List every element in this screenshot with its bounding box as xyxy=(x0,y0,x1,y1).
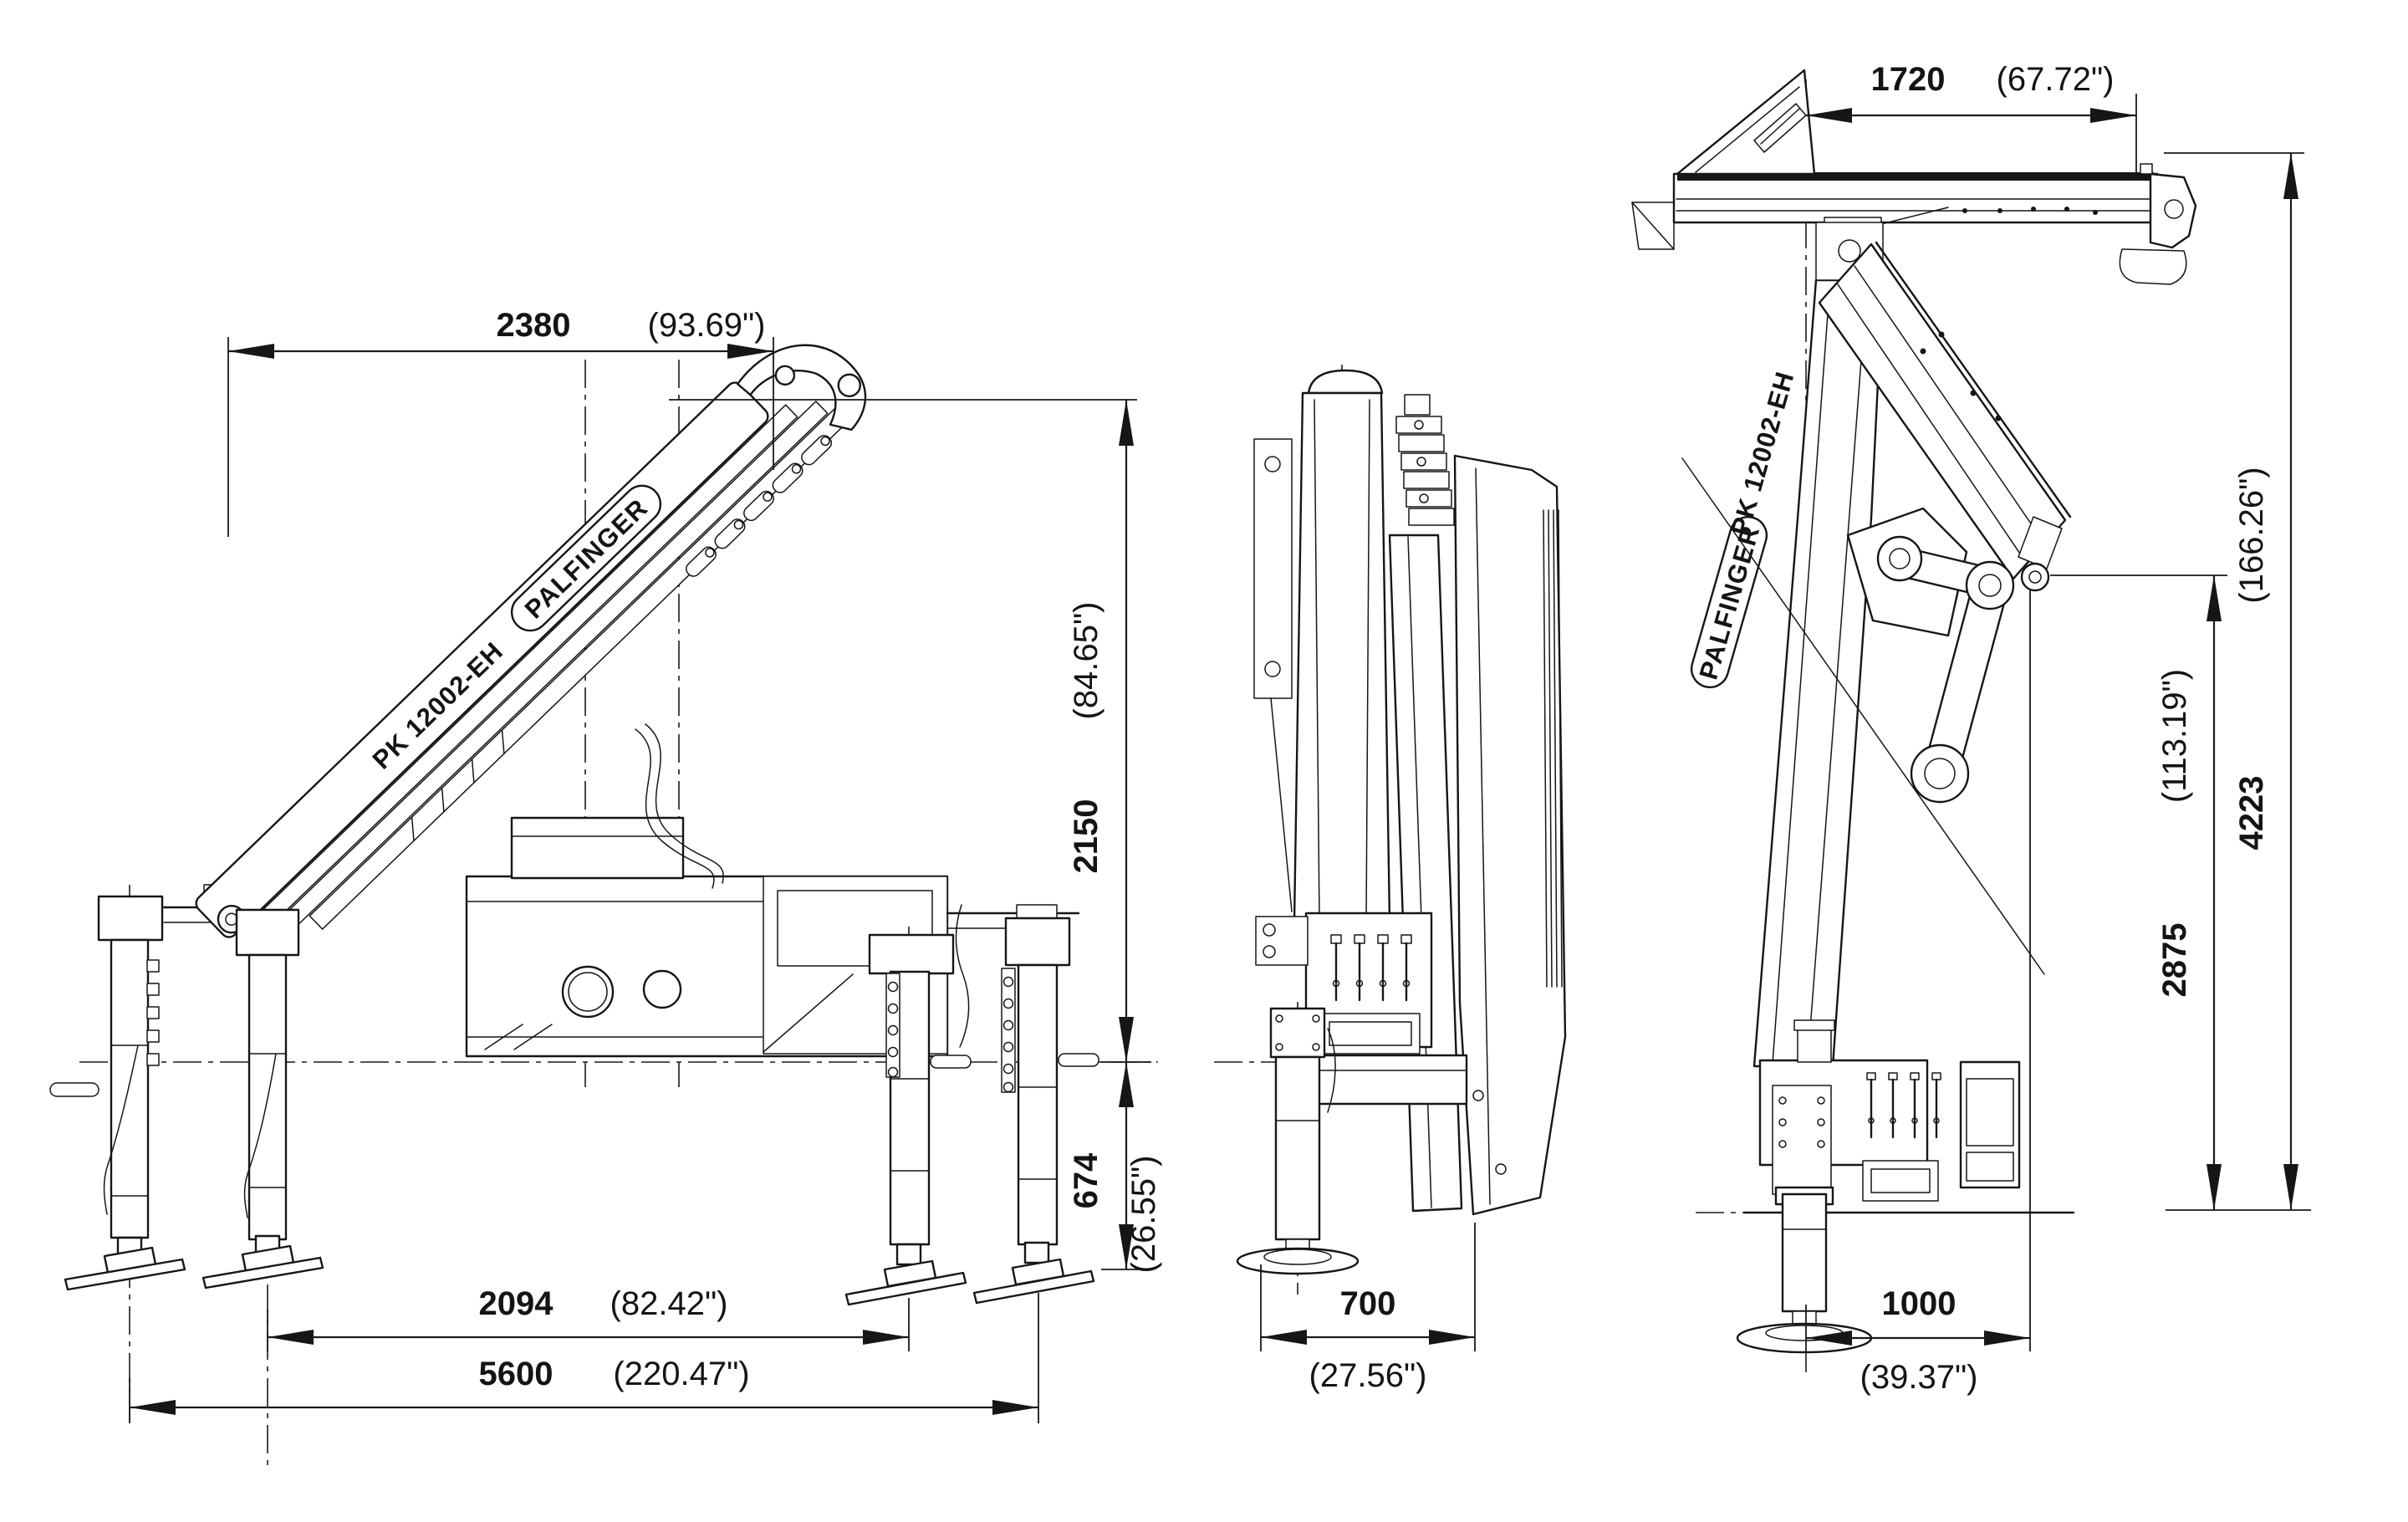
outrigger-leg-3 xyxy=(844,927,972,1306)
extension-cylinder-heads xyxy=(686,435,833,577)
boom-tip-hook xyxy=(736,344,867,432)
dim-2380-mm: 2380 xyxy=(497,307,571,344)
dim-5600: 5600 (220.47") xyxy=(129,1293,1039,1423)
dim-2150-in: (84.65") xyxy=(1068,602,1105,720)
dim-1720-in: (67.72") xyxy=(1997,61,2115,98)
dim-4223-mm: 4223 xyxy=(2233,776,2270,850)
outrigger-leg-2 xyxy=(202,908,324,1465)
dim-674: 674 (26.55") xyxy=(1068,1062,1162,1273)
dim-2094: 2094 (82.42") xyxy=(267,1285,910,1351)
dim-700-mm: 700 xyxy=(1340,1285,1396,1322)
folded-top-boom xyxy=(1631,69,2197,285)
control-levers-folded xyxy=(1866,1072,1941,1139)
dim-5600-mm: 5600 xyxy=(479,1356,554,1392)
dim-2094-in: (82.42") xyxy=(610,1285,728,1322)
folded-base-assembly xyxy=(1696,1019,2075,1354)
dim-2150: 2150 (84.65") xyxy=(1068,400,1151,1107)
outrigger-leg-4 xyxy=(972,904,1099,1305)
dim-700: 700 (27.56") xyxy=(1260,1223,1476,1394)
dim-2875-mm: 2875 xyxy=(2156,923,2193,998)
outrigger-leg-1 xyxy=(49,885,186,1422)
dim-674-mm: 674 xyxy=(1068,1152,1105,1208)
dim-700-in: (27.56") xyxy=(1309,1357,1427,1394)
rear-view-drawing: 700 (27.56") xyxy=(1214,365,1567,1394)
knuckle-links xyxy=(1846,507,2015,804)
dim-2380-in: (93.69") xyxy=(648,307,766,344)
folded-view-drawing: PALFINGER PK 12002-EH xyxy=(1631,61,2311,1396)
dim-1720-mm: 1720 xyxy=(1871,61,1946,98)
dim-2875-in: (113.19") xyxy=(2156,669,2193,803)
dim-1000-mm: 1000 xyxy=(1882,1285,1956,1322)
dim-4223-in: (166.26") xyxy=(2233,467,2270,603)
dim-1000-in: (39.37") xyxy=(1860,1359,1978,1396)
dim-2150-mm: 2150 xyxy=(1068,799,1105,874)
model-label-folded: PK 12002-EH xyxy=(1725,368,1799,539)
dim-1000: 1000 (39.37") xyxy=(1805,590,2031,1396)
control-levers-rear xyxy=(1330,934,1412,1002)
dim-1720: 1720 (67.72") xyxy=(1806,61,2137,172)
dim-5600-in: (220.47") xyxy=(613,1356,749,1392)
dim-674-in: (26.55") xyxy=(1125,1156,1162,1274)
dim-2094-mm: 2094 xyxy=(479,1285,554,1322)
boom-assembly: PALFINGER PK 12002-EH xyxy=(195,344,867,938)
side-view-drawing: PALFINGER PK 12002-EH xyxy=(49,307,1162,1465)
palfinger-badge-folded: PALFINGER xyxy=(1690,516,1768,688)
rear-base-assembly xyxy=(1236,912,1468,1295)
dim-2380: 2380 (93.69") xyxy=(227,307,1137,537)
dim-4223: 4223 (166.26") xyxy=(2164,152,2311,1211)
dim-2875: 2875 (113.19") xyxy=(2050,575,2227,1210)
rear-column xyxy=(1253,369,1391,923)
